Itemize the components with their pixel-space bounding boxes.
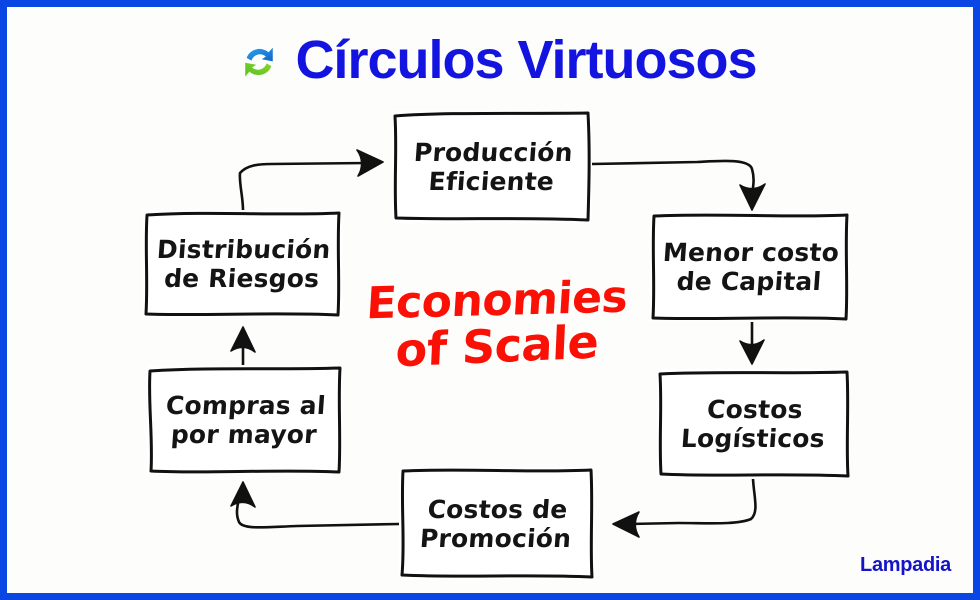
sketch-box-frame [148,366,342,474]
arrowhead-to-compras [230,481,256,508]
arrowhead-to-menor-costo [739,183,766,211]
node-produccion-eficiente[interactable]: Producción Eficiente [392,110,592,223]
sketch-box-frame [144,211,341,317]
sketch-box-frame [400,468,594,579]
arrowhead-to-distribucion [230,326,256,353]
node-label: Distribución de Riesgos [156,235,332,293]
node-label: Costos de Promoción [419,494,573,553]
node-distribucion-de-riesgos[interactable]: Distribución de Riesgos [143,210,343,318]
node-costos-de-promocion[interactable]: Costos de Promoción [399,467,595,580]
node-label: Producción Eficiente [412,137,574,196]
edge-costos-promocion-to-compras [235,495,401,529]
edge-produccion-to-menor-costo [590,159,755,197]
arrowhead-to-produccion [356,149,384,177]
sketch-box-frame [651,213,849,321]
node-compras-al-por-mayor[interactable]: Compras al por mayor [147,365,343,475]
watermark-lampadia: Lampadia [860,554,951,576]
sketch-box-frame [658,370,850,478]
arrowhead-to-costos-promocion [612,511,640,538]
node-label: Menor costo de Capital [661,238,841,296]
node-costos-logisticos[interactable]: Costos Logísticos [657,369,850,479]
node-label: Compras al por mayor [165,391,327,449]
recycle-icon [245,47,274,77]
connector-layer [230,149,766,538]
edge-distribucion-to-produccion [238,160,375,212]
node-menor-costo-de-capital[interactable]: Menor costo de Capital [650,212,850,322]
edge-costos-logisticos-to-costos-promocion [627,477,757,526]
header: Círculos Virtuosos [7,25,973,95]
sketch-box-frame [393,111,591,222]
arrowhead-to-costos-logisticos [739,339,765,365]
page-title: Círculos Virtuosos [295,30,757,90]
node-label: Costos Logísticos [679,395,826,453]
